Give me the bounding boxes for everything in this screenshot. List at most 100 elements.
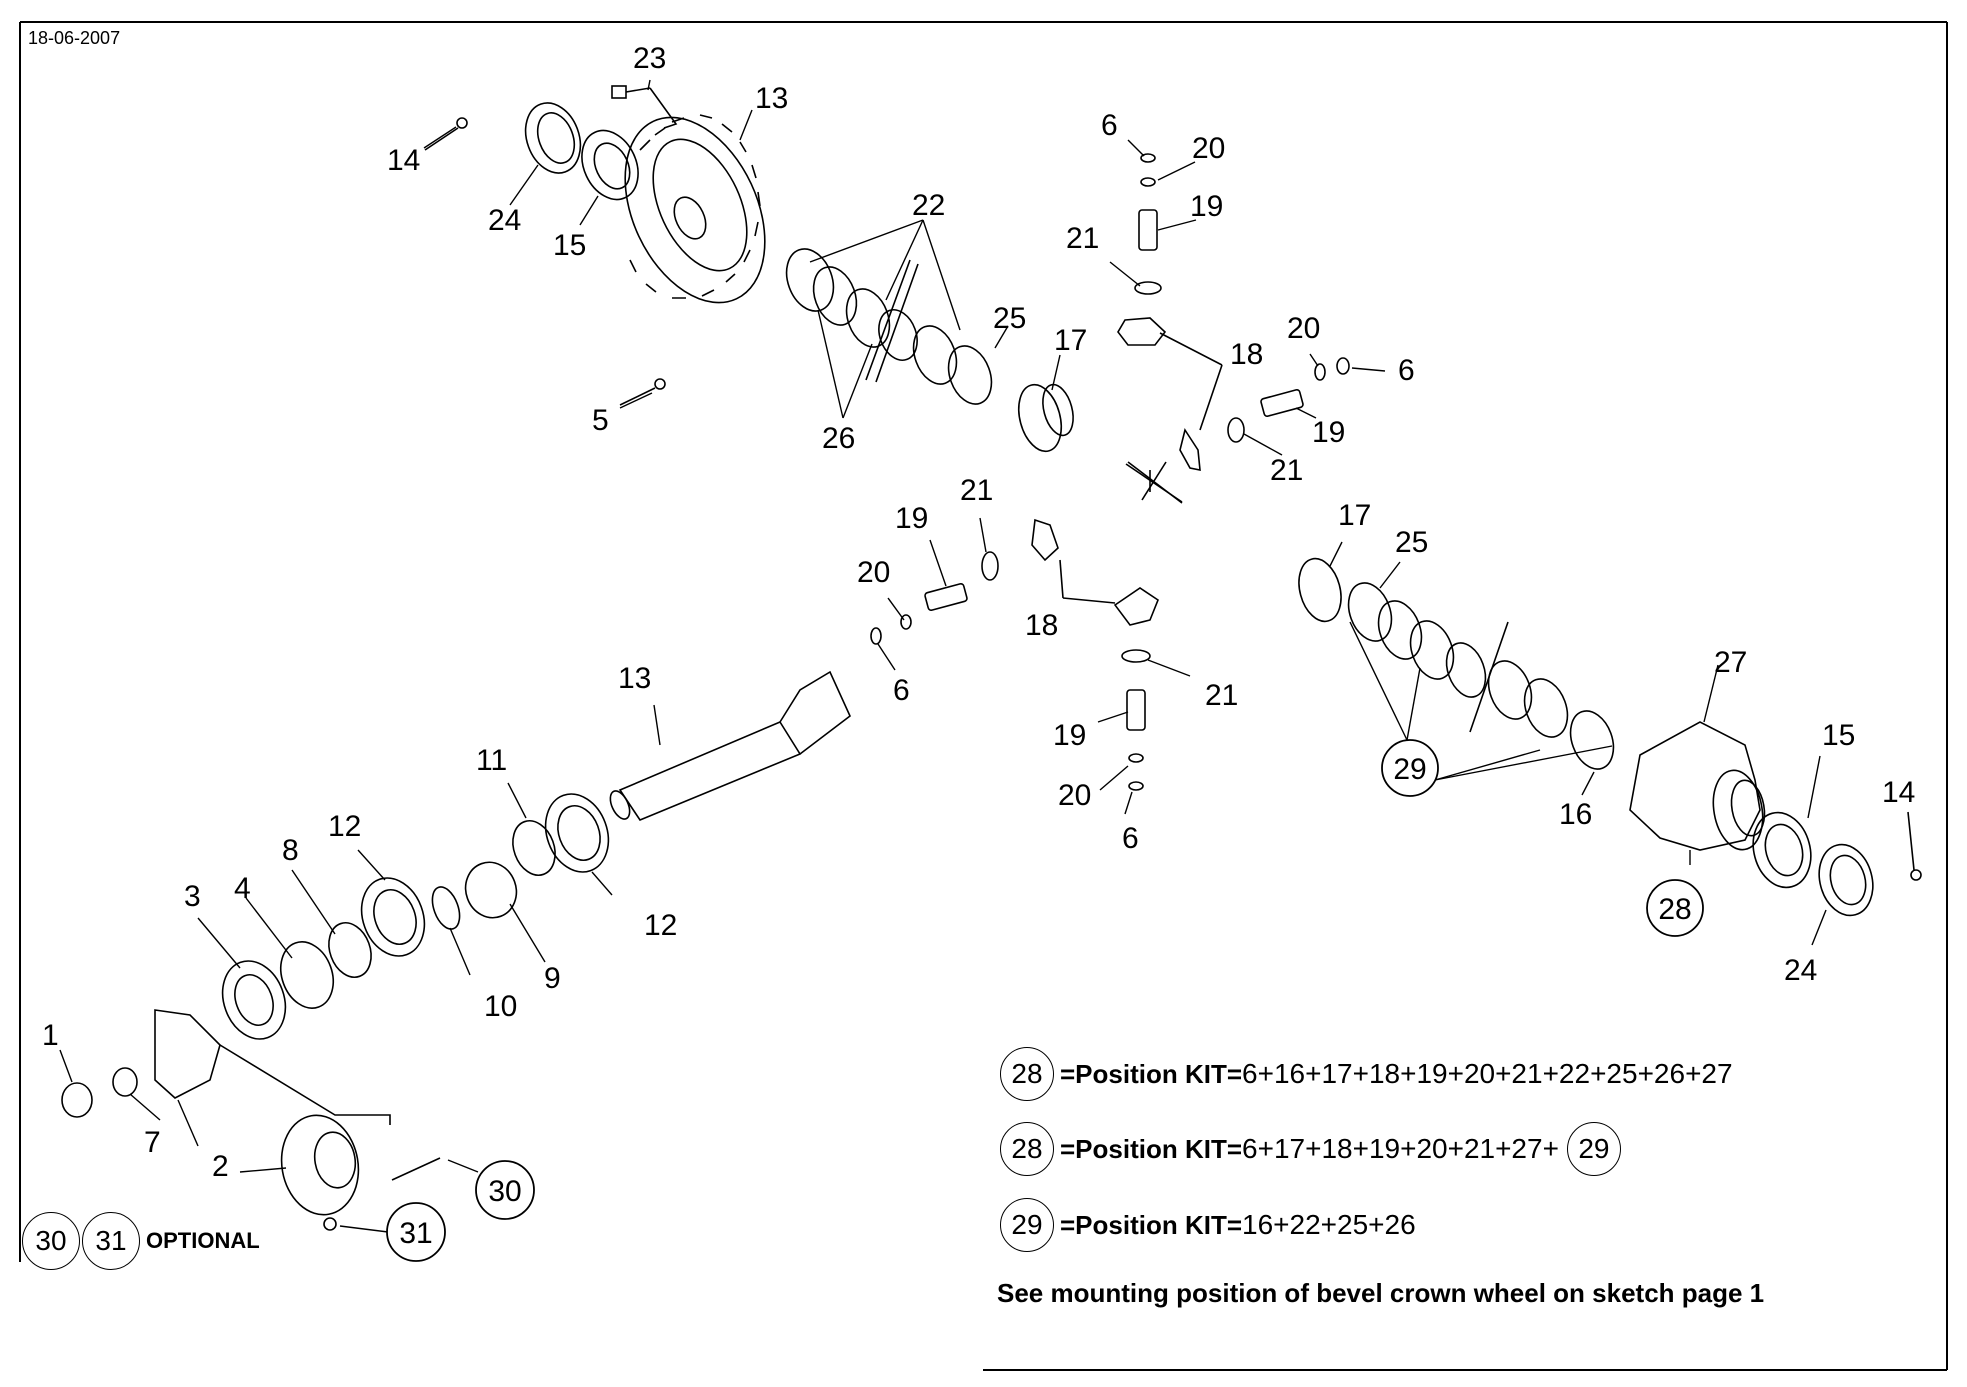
callout-26: 26 [822, 422, 855, 455]
circled-callouts: 29 28 30 31 [386, 739, 1704, 1262]
callout-1: 1 [42, 1019, 59, 1052]
kit-row-2-parts: 6+17+18+19+20+21+27+ [1242, 1133, 1559, 1164]
callout-13: 13 [755, 82, 788, 115]
disc-pack-part [1298, 557, 1615, 770]
screw-part [619, 378, 666, 406]
callout-21: 21 [1270, 454, 1303, 487]
kit-row-1-parts: 6+16+17+18+19+20+21+22+25+26+27 [1242, 1058, 1733, 1089]
mounting-note: See mounting position of bevel crown whe… [997, 1278, 1765, 1308]
kit-row-3-label: =Position KIT= [1060, 1209, 1243, 1240]
kit-circle-29-label: 29 [1393, 753, 1426, 786]
disc-pack-part [785, 248, 993, 405]
callout-23: 23 [633, 42, 666, 75]
callout-21: 21 [1066, 222, 1099, 255]
callout-14: 14 [1882, 776, 1915, 809]
kit-circle-28 [1646, 879, 1704, 937]
callout-17: 17 [1338, 499, 1371, 532]
callout-24: 24 [1784, 954, 1817, 987]
kit-row-3: 29 =Position KIT= 16+22+25+26 [1000, 1198, 1416, 1252]
callout-17: 17 [1054, 324, 1087, 357]
optional-circle-31-label: 31 [399, 1217, 432, 1250]
bearing-part [581, 129, 639, 201]
screw-part [424, 117, 468, 151]
callout-20: 20 [1058, 779, 1091, 812]
kit-row-2-label: =Position KIT= [1060, 1133, 1243, 1164]
center-axis-mark [1125, 463, 1183, 503]
callout-10: 10 [484, 990, 517, 1023]
callout-21: 21 [1205, 679, 1238, 712]
callout-19: 19 [1053, 719, 1086, 752]
kit-row-3-circle: 29 [1000, 1198, 1054, 1252]
side-gear-part [1017, 383, 1074, 453]
differential-housing-part [1629, 721, 1766, 851]
yoke-part [61, 1009, 391, 1125]
callout-16: 16 [1559, 798, 1592, 831]
adjusting-ring-part [524, 102, 582, 174]
pinion-shaft-part [609, 670, 851, 821]
kit-row-1-circle: 28 [1000, 1047, 1054, 1101]
callout-labels: 14 24 15 23 13 5 22 26 25 17 6 20 19 21 … [42, 42, 1915, 1183]
pinion-part [1031, 317, 1223, 626]
optional-circle-31 [386, 1202, 446, 1262]
callout-25: 25 [1395, 526, 1428, 559]
kit-row-2: 28 =Position KIT= 6+17+18+19+20+21+27+ 2… [1000, 1122, 1621, 1176]
callout-20: 20 [1287, 312, 1320, 345]
callout-11: 11 [476, 744, 507, 777]
callout-25: 25 [993, 302, 1026, 335]
drawing-frame [19, 21, 1948, 1371]
callout-5: 5 [592, 404, 609, 437]
callout-8: 8 [282, 834, 299, 867]
pin-washer-part [870, 551, 1151, 791]
callout-18: 18 [1025, 609, 1058, 642]
callout-19: 19 [1312, 416, 1345, 449]
kit-row-2-circle: 28 [1000, 1122, 1054, 1176]
kit-row-3-parts: 16+22+25+26 [1242, 1209, 1416, 1240]
callout-12: 12 [328, 810, 361, 843]
callout-20: 20 [1192, 132, 1225, 165]
callout-18: 18 [1230, 338, 1263, 371]
callout-3: 3 [184, 880, 201, 913]
leader-lines [59, 79, 1827, 1233]
callout-27: 27 [1714, 646, 1747, 679]
callout-7: 7 [144, 1126, 161, 1159]
parts-artwork [61, 85, 1922, 1231]
bolt-part [611, 85, 678, 129]
kit-row-2-extra-circle: 29 [1566, 1122, 1621, 1176]
callout-12: 12 [644, 909, 677, 942]
callout-19: 19 [895, 502, 928, 535]
callout-6: 6 [893, 674, 910, 707]
callout-9: 9 [544, 962, 561, 995]
bearing-part [1752, 811, 1922, 917]
kit-circle-28-label: 28 [1658, 893, 1691, 926]
shaft-bearings-part [221, 793, 610, 1040]
callout-15: 15 [553, 229, 586, 262]
callout-15: 15 [1822, 719, 1855, 752]
callout-6: 6 [1122, 822, 1139, 855]
callout-6: 6 [1101, 109, 1118, 142]
kit-row-1: 28 =Position KIT= 6+16+17+18+19+20+21+22… [1000, 1047, 1733, 1101]
kit-row-1-label: =Position KIT= [1060, 1058, 1243, 1089]
pin-washer-part [1134, 153, 1350, 443]
drawing-date: 18-06-2007 [28, 28, 121, 48]
optional-label: OPTIONAL [146, 1228, 260, 1253]
callout-2: 2 [212, 1150, 229, 1183]
callout-19: 19 [1190, 190, 1223, 223]
callout-21: 21 [960, 474, 993, 507]
optional-legend-circle-30: 30 [22, 1212, 80, 1270]
callout-20: 20 [857, 556, 890, 589]
optional-circle-30-label: 30 [488, 1175, 521, 1208]
callout-22: 22 [912, 189, 945, 222]
crown-wheel-part [624, 114, 766, 304]
callout-13: 13 [618, 662, 651, 695]
optional-circle-30 [475, 1160, 535, 1220]
kit-circle-29 [1381, 739, 1439, 797]
callout-14: 14 [387, 144, 420, 177]
optional-legend-circle-31: 31 [82, 1212, 140, 1270]
callout-4: 4 [234, 872, 251, 905]
center-axis-mark [1141, 461, 1167, 501]
optional-legend: 30 31 OPTIONAL [22, 1212, 260, 1270]
callout-24: 24 [488, 204, 521, 237]
callout-6: 6 [1398, 354, 1415, 387]
flange-part [280, 1114, 441, 1231]
